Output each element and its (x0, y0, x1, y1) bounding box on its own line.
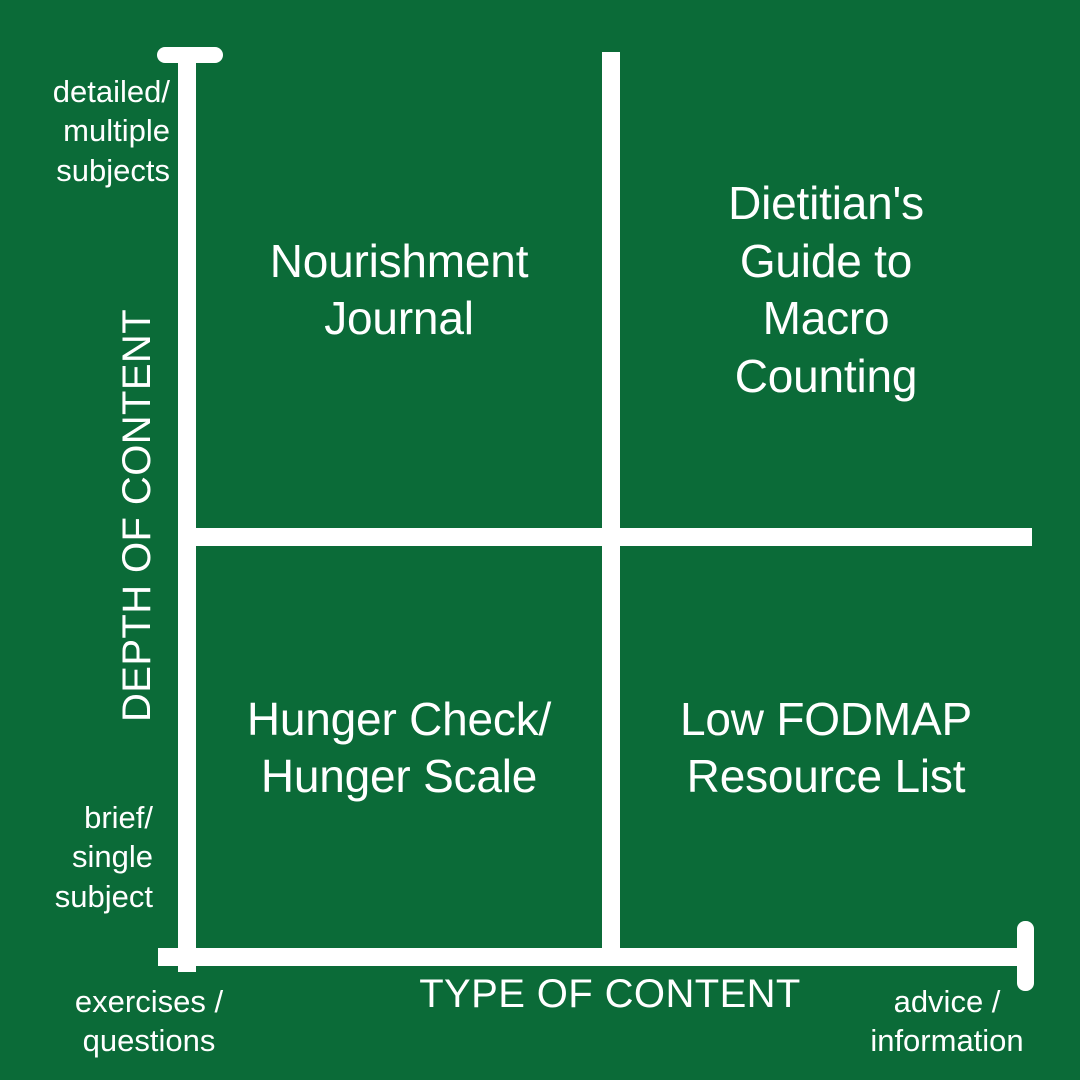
horizontal-divider (196, 528, 1032, 546)
quadrant-label-top-right: Dietitian's Guide to Macro Counting (728, 177, 924, 402)
x-axis-title: TYPE OF CONTENT (419, 972, 801, 1016)
x-axis-high-label: advice / information (870, 984, 1024, 1059)
x-axis-low-label: exercises / questions (74, 984, 224, 1059)
vertical-divider (602, 52, 620, 952)
y-axis-end-cap (157, 47, 223, 63)
x-axis-line (158, 948, 1032, 966)
x-axis-end-cap (1017, 921, 1034, 991)
y-axis-line (178, 50, 196, 972)
quadrant-label-bottom-left: Hunger Check/ Hunger Scale (246, 692, 552, 803)
quadrant-label-top-left: Nourishment Journal (269, 234, 529, 345)
y-axis-title: DEPTH OF CONTENT (104, 272, 172, 758)
y-axis-high-label: detailed/ multiple subjects (52, 74, 170, 188)
y-axis-title-text: DEPTH OF CONTENT (115, 308, 160, 722)
quadrant-label-bottom-right: Low FODMAP Resource List (680, 692, 972, 803)
y-axis-low-label: brief/ single subject (54, 800, 153, 914)
